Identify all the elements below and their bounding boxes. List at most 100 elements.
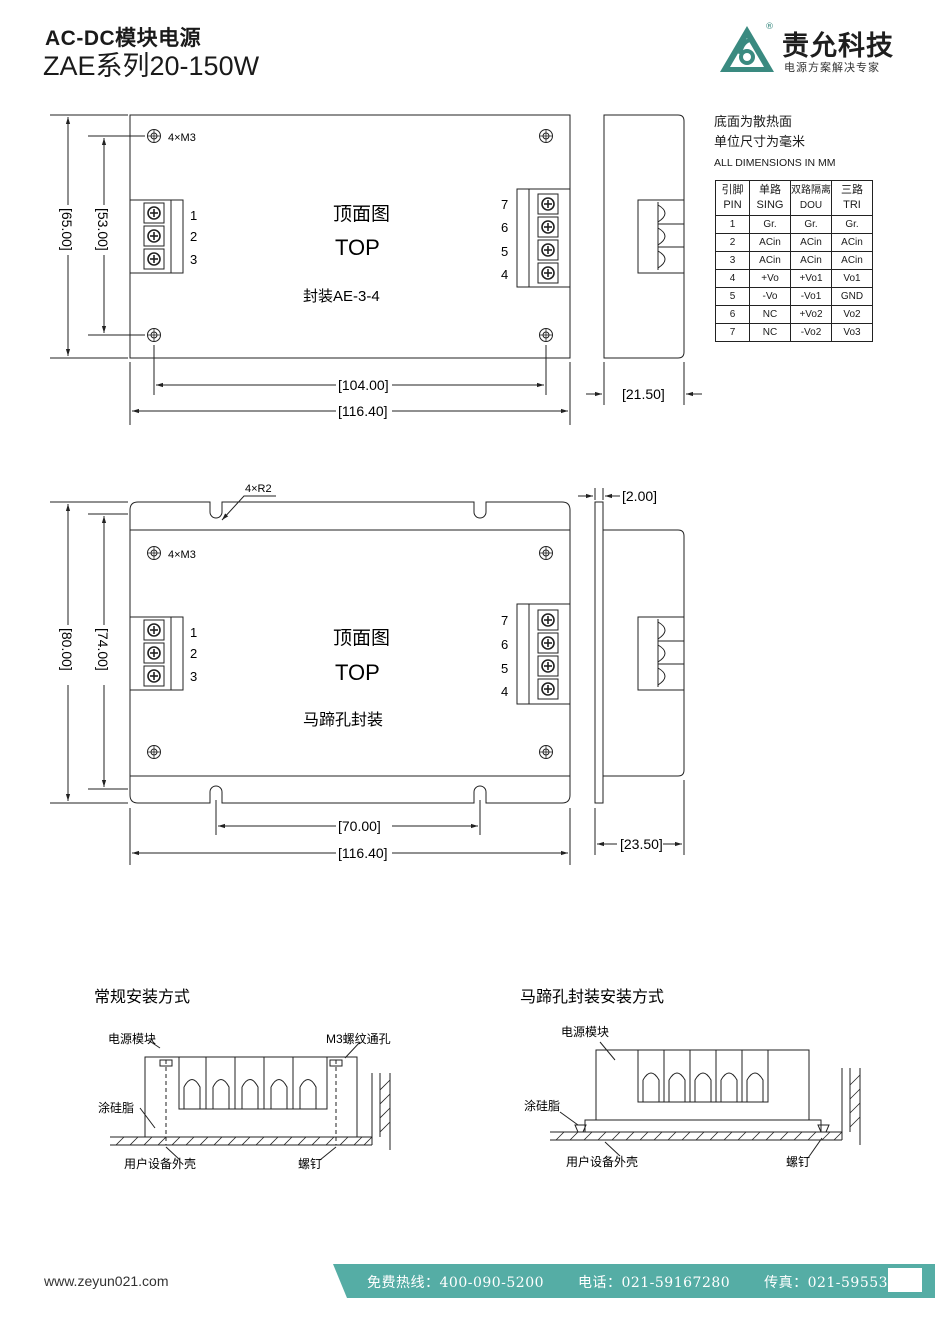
drawing1-side-view — [603, 114, 685, 359]
dimension-notes: 底面为散热面 单位尺寸为毫米 ALL DIMENSIONS IN MM — [714, 113, 836, 173]
terminal-screw-icon — [537, 678, 559, 700]
brand-name: 责允科技 — [782, 31, 894, 62]
mount2-diagram — [550, 1041, 861, 1159]
label-shell: 用户设备外壳 — [124, 1156, 196, 1171]
label-grease: 涂硅脂 — [524, 1098, 560, 1113]
top-view-label-cn: 顶面图 — [333, 628, 390, 649]
pin-number: 2 — [190, 229, 197, 244]
dim-width-inner: [104.00] — [338, 377, 389, 393]
pin-number: 7 — [501, 613, 508, 628]
phone: 电话：021-59167280 — [577, 1275, 731, 1291]
mount-hole-icon — [539, 129, 553, 143]
contact-info: 免费热线：400-090-5200 电话：021-59167280 传真：021… — [367, 1272, 916, 1292]
package-label: 马蹄孔封装 — [303, 711, 383, 729]
series-subtitle: ZAE系列20-150W — [43, 51, 260, 81]
bottom-note: 底面为散热面 — [714, 115, 793, 130]
label-module: 电源模块 — [108, 1032, 156, 1046]
pin-number: 1 — [190, 208, 197, 223]
mount1-diagram — [110, 1039, 391, 1161]
mount-hole-icon — [539, 328, 553, 342]
top-view-label-cn: 顶面图 — [333, 204, 390, 225]
dim-width-inner: [70.00] — [338, 818, 381, 834]
top-view-label-en: TOP — [335, 235, 380, 260]
terminal-screw-icon — [537, 193, 559, 215]
drawing2-top-view — [129, 501, 571, 804]
mount-hole-icon — [147, 328, 161, 342]
label-screw: 螺钉 — [298, 1157, 322, 1171]
terminal-screw-icon — [143, 225, 165, 247]
pin-number: 7 — [501, 197, 508, 212]
label-shell: 用户设备外壳 — [566, 1154, 638, 1169]
all-dims-note: ALL DIMENSIONS IN MM — [714, 157, 836, 169]
terminal-screw-icon — [537, 609, 559, 631]
dim-side-width: [21.50] — [622, 386, 665, 402]
mount-hole-icon — [539, 546, 553, 560]
terminal-screw-icon — [143, 248, 165, 270]
pin-number: 4 — [501, 684, 508, 699]
dim-height-outer: [65.00] — [59, 208, 75, 251]
mount1-title: 常规安装方式 — [94, 988, 190, 1006]
terminal-screw-icon — [537, 216, 559, 238]
drawing2-side-view — [594, 501, 685, 804]
pin-number: 3 — [190, 669, 197, 684]
pin-number: 2 — [190, 646, 197, 661]
drawing1-top-view — [129, 114, 571, 359]
dim-height-inner: [53.00] — [95, 208, 111, 251]
dim-width-outer: [116.40] — [338, 845, 388, 861]
top-view-label-en: TOP — [335, 660, 380, 685]
hotline: 免费热线：400-090-5200 — [367, 1275, 545, 1291]
label-m3-hole: M3螺纹通孔 — [326, 1032, 391, 1046]
dim-height-outer: [80.00] — [59, 628, 75, 671]
pin-number: 1 — [190, 625, 197, 640]
terminal-screw-icon — [537, 632, 559, 654]
pin-number: 4 — [501, 267, 508, 282]
series-title: AC-DC模块电源 — [45, 27, 202, 50]
mount-hole-icon — [147, 129, 161, 143]
radius-label: 4×R2 — [245, 483, 272, 495]
pin-number: 5 — [501, 661, 508, 676]
dim-width-outer: [116.40] — [338, 403, 388, 419]
dim-side-width: [23.50] — [620, 836, 663, 852]
hole-label: 4×M3 — [168, 549, 196, 561]
label-grease: 涂硅脂 — [98, 1100, 134, 1115]
pin-number: 5 — [501, 244, 508, 259]
terminal-screw-icon — [143, 619, 165, 641]
company-logo-icon — [720, 26, 774, 72]
pin-number: 6 — [501, 637, 508, 652]
terminal-screw-icon — [143, 642, 165, 664]
terminal-screw-icon — [143, 202, 165, 224]
terminal-screw-icon — [537, 655, 559, 677]
footer-box — [888, 1268, 922, 1292]
package-label: 封装AE-3-4 — [303, 288, 380, 305]
footer-band — [333, 1264, 935, 1298]
registered-mark: ® — [765, 22, 774, 32]
terminal-screw-icon — [537, 262, 559, 284]
mount2-title: 马蹄孔封装安装方式 — [520, 988, 664, 1006]
mount-hole-icon — [539, 745, 553, 759]
website-link[interactable]: www.zeyun021.com — [44, 1273, 169, 1289]
hole-label: 4×M3 — [168, 132, 196, 144]
pin-number: 3 — [190, 252, 197, 267]
terminal-screw-icon — [537, 239, 559, 261]
dim-flange: [2.00] — [622, 488, 657, 504]
unit-note: 单位尺寸为毫米 — [714, 135, 806, 150]
terminal-screw-icon — [143, 665, 165, 687]
dim-height-inner: [74.00] — [95, 628, 111, 671]
brand-slogan: 电源方案解决专家 — [784, 61, 880, 74]
fax: 传真：021-59553702 — [764, 1275, 917, 1291]
mount-hole-icon — [147, 745, 161, 759]
label-module: 电源模块 — [561, 1025, 609, 1039]
mount-hole-icon — [147, 546, 161, 560]
label-screw: 螺钉 — [786, 1155, 810, 1169]
